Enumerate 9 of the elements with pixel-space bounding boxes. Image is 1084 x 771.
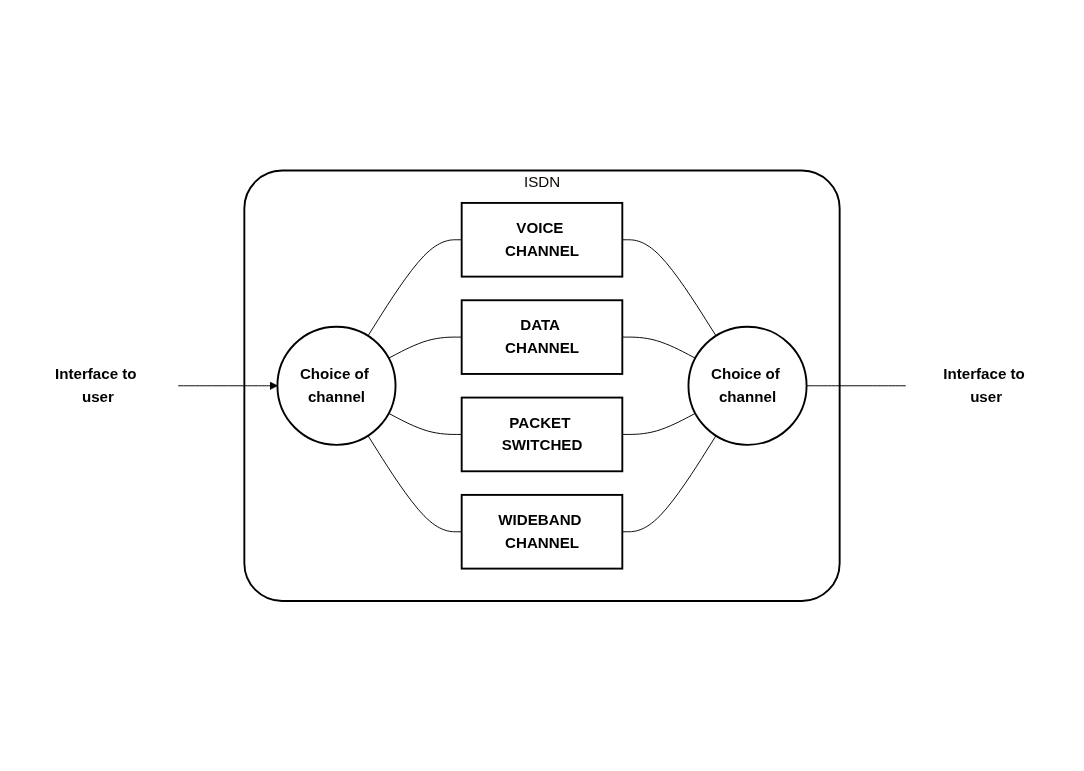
node-circle: Choice of channel <box>687 325 808 446</box>
node-box: WIDEBAND CHANNEL <box>460 493 624 570</box>
node-text: Interface to user <box>943 365 1025 405</box>
node-text: Interface to user <box>55 365 137 405</box>
node-box: PACKET SWITCHED <box>460 396 624 472</box>
node-box: VOICE CHANNEL <box>460 201 624 278</box>
connector <box>806 385 907 386</box>
node-box: DATA CHANNEL <box>460 299 624 375</box>
node-circle: Choice of channel <box>276 325 397 446</box>
